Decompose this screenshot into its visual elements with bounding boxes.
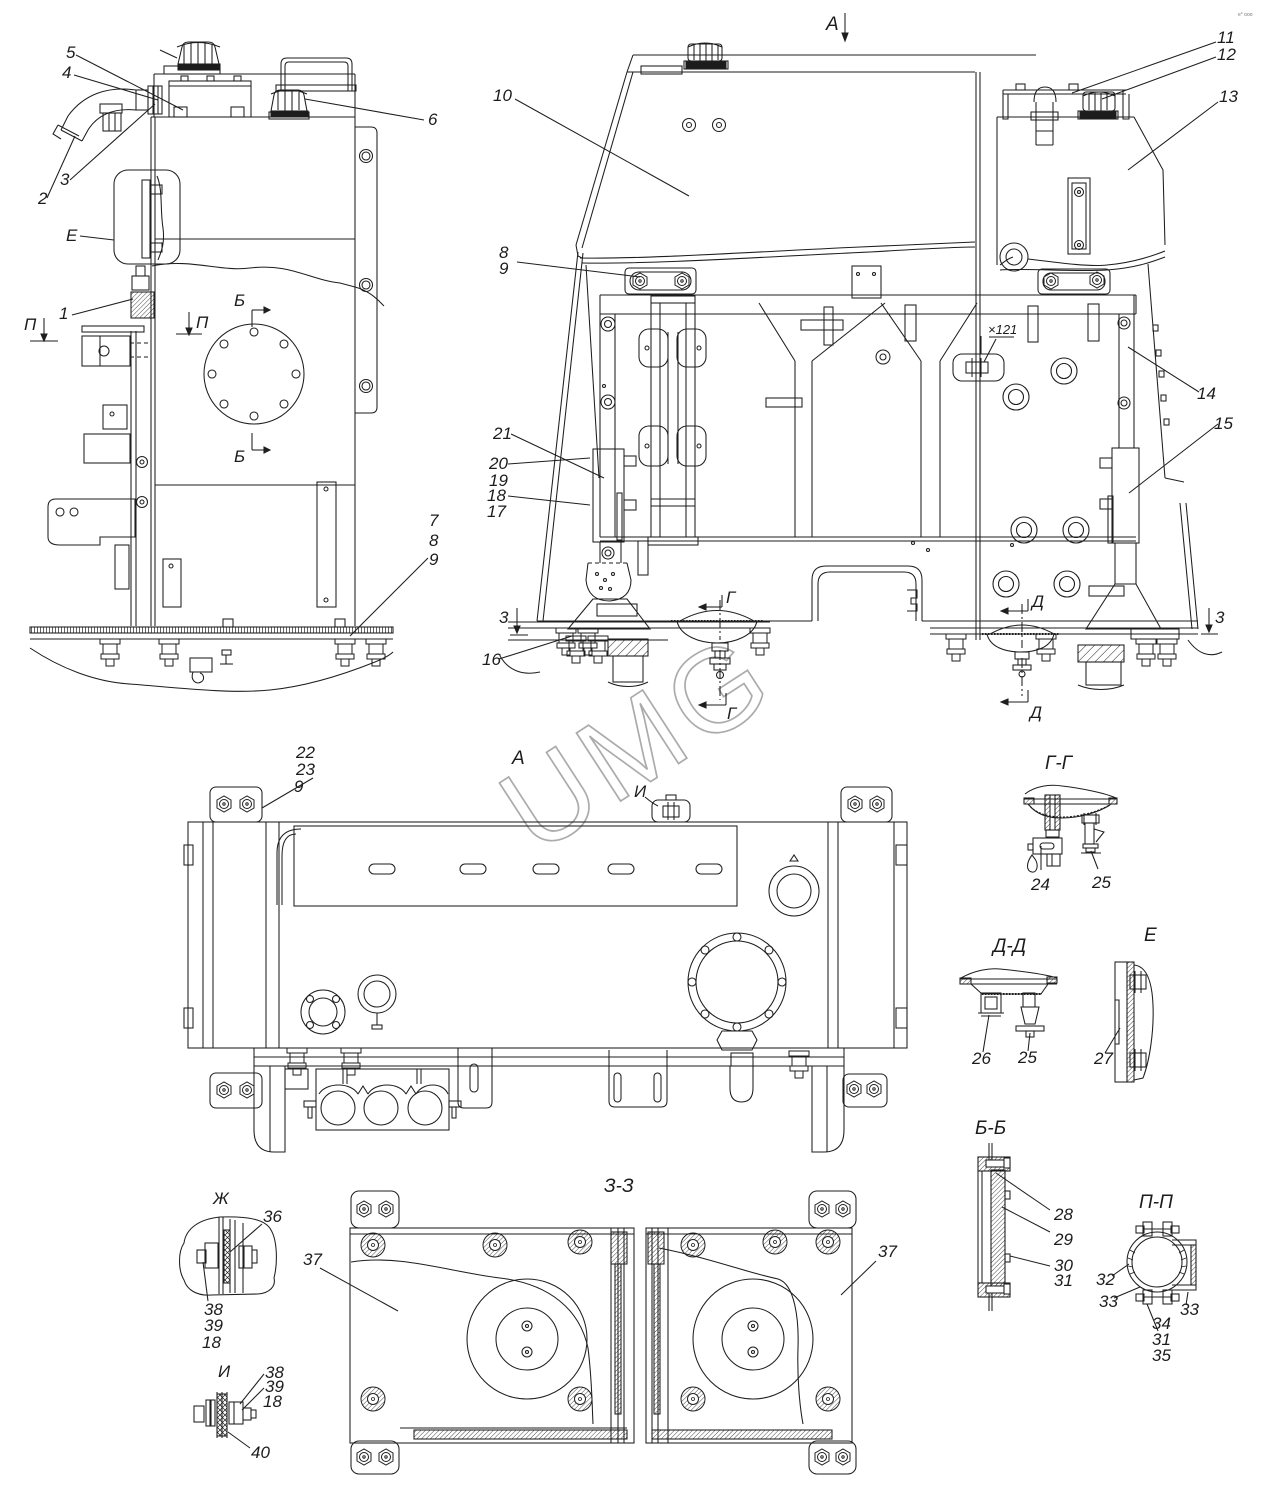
svg-text:3: 3	[1215, 608, 1225, 627]
svg-text:Б: Б	[234, 291, 245, 310]
svg-text:39: 39	[265, 1377, 284, 1396]
svg-text:П: П	[24, 315, 37, 334]
svg-text:З-З: З-З	[604, 1176, 634, 1197]
svg-text:20: 20	[488, 454, 508, 473]
svg-text:23: 23	[295, 760, 315, 779]
svg-text:19: 19	[489, 471, 508, 490]
svg-text:Ж: Ж	[212, 1189, 230, 1208]
svg-text:32: 32	[1096, 1270, 1115, 1289]
svg-text:33: 33	[1099, 1292, 1118, 1311]
svg-text:28: 28	[1053, 1205, 1073, 1224]
svg-text:3: 3	[499, 608, 509, 627]
svg-text:9: 9	[294, 777, 304, 796]
svg-text:×121: ×121	[988, 322, 1017, 337]
svg-text:Д-Д: Д-Д	[991, 936, 1026, 957]
svg-text:25: 25	[1017, 1048, 1037, 1067]
svg-text:34: 34	[1152, 1314, 1171, 1333]
svg-text:11: 11	[1217, 28, 1235, 47]
svg-text:Г-Г: Г-Г	[1045, 753, 1074, 774]
svg-text:И: И	[634, 782, 647, 801]
svg-text:е° ооо: е° ооо	[1238, 12, 1253, 18]
svg-text:29: 29	[1053, 1230, 1073, 1249]
svg-text:Г: Г	[727, 704, 738, 723]
svg-text:27: 27	[1093, 1049, 1113, 1068]
svg-text:7: 7	[429, 511, 439, 530]
svg-text:30: 30	[1054, 1256, 1073, 1275]
svg-text:31: 31	[1054, 1271, 1073, 1290]
svg-text:5: 5	[66, 43, 76, 62]
svg-text:24: 24	[1030, 875, 1050, 894]
svg-text:8: 8	[429, 531, 439, 550]
svg-text:18: 18	[263, 1392, 282, 1411]
svg-text:4: 4	[62, 63, 71, 82]
svg-text:13: 13	[1219, 87, 1238, 106]
svg-text:36: 36	[263, 1207, 282, 1226]
svg-text:Б: Б	[234, 447, 245, 466]
svg-text:14: 14	[1197, 384, 1216, 403]
svg-text:37: 37	[303, 1250, 322, 1269]
svg-text:П: П	[196, 313, 209, 332]
svg-text:П-П: П-П	[1139, 1192, 1173, 1213]
svg-text:31: 31	[1152, 1330, 1171, 1349]
svg-text:9: 9	[499, 259, 509, 278]
svg-text:А: А	[825, 14, 839, 35]
svg-text:22: 22	[295, 743, 315, 762]
svg-text:Е: Е	[66, 226, 78, 245]
svg-text:3: 3	[60, 170, 70, 189]
svg-text:10: 10	[493, 86, 512, 105]
svg-text:16: 16	[482, 650, 501, 669]
svg-text:9: 9	[429, 550, 439, 569]
svg-text:38: 38	[204, 1300, 223, 1319]
svg-text:Д: Д	[1030, 592, 1044, 611]
svg-text:37: 37	[878, 1242, 897, 1261]
svg-text:39: 39	[204, 1316, 223, 1335]
svg-text:Г: Г	[726, 588, 737, 607]
svg-text:6: 6	[428, 110, 438, 129]
svg-text:Е: Е	[1144, 925, 1157, 946]
svg-text:18: 18	[202, 1333, 221, 1352]
svg-text:А: А	[511, 748, 525, 769]
svg-text:40: 40	[251, 1443, 270, 1462]
svg-text:25: 25	[1091, 873, 1111, 892]
svg-text:Д: Д	[1028, 703, 1042, 722]
svg-text:2: 2	[37, 189, 48, 208]
svg-text:38: 38	[265, 1363, 284, 1382]
svg-text:35: 35	[1152, 1346, 1171, 1365]
svg-text:Б-Б: Б-Б	[975, 1118, 1006, 1139]
svg-text:33: 33	[1180, 1300, 1199, 1319]
svg-text:26: 26	[971, 1049, 991, 1068]
svg-text:1: 1	[59, 304, 68, 323]
svg-text:И: И	[218, 1362, 231, 1381]
svg-text:12: 12	[1217, 45, 1236, 64]
svg-text:15: 15	[1214, 414, 1233, 433]
svg-text:8: 8	[499, 243, 509, 262]
svg-text:21: 21	[492, 424, 512, 443]
svg-text:17: 17	[487, 502, 506, 521]
svg-text:18: 18	[487, 486, 506, 505]
